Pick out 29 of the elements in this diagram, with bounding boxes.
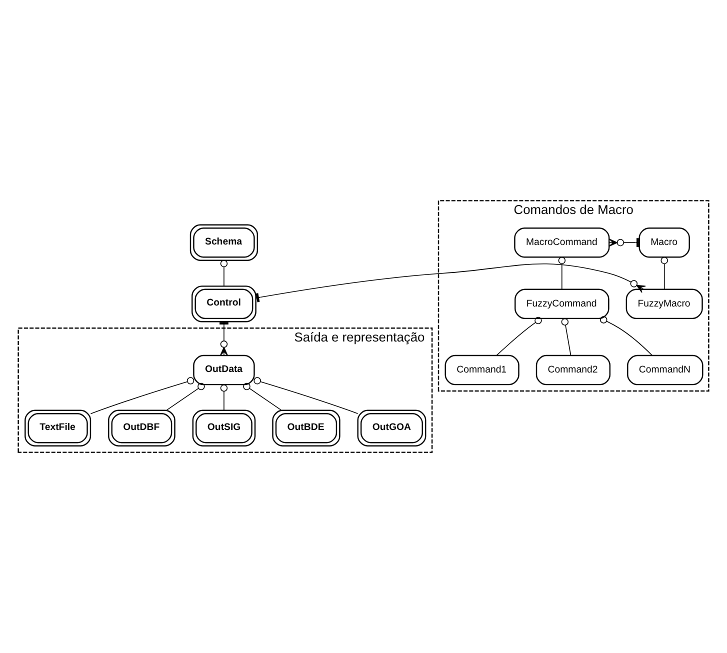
- connector: [660, 256, 668, 290]
- connector: [254, 377, 358, 414]
- node-box: TextFile: [24, 410, 92, 446]
- connector: [243, 382, 282, 411]
- node-box: FuzzyCommand: [514, 288, 610, 320]
- node-box: Macro: [638, 228, 690, 258]
- node-box: OutDBF: [108, 410, 176, 446]
- node-box: OutData: [193, 354, 255, 386]
- connector: [90, 377, 194, 414]
- connector: [608, 238, 640, 248]
- connector: [220, 384, 228, 411]
- node-box: OutGOA: [357, 410, 426, 446]
- connector: [561, 318, 572, 356]
- node-box: CommandN: [627, 354, 704, 386]
- connector: [220, 321, 228, 356]
- connector: [496, 316, 542, 356]
- connector: [600, 316, 652, 356]
- node-box: OutSIG: [192, 410, 256, 446]
- node-box: Command1: [444, 354, 520, 386]
- connector: [256, 264, 646, 302]
- connector: [220, 260, 228, 287]
- node-box: Schema: [190, 224, 258, 261]
- node-box: OutBDE: [272, 410, 340, 446]
- node-box: FuzzyMacro: [626, 288, 703, 320]
- connector: [166, 382, 205, 411]
- node-box: Command2: [536, 354, 610, 386]
- node-box: MacroCommand: [514, 228, 610, 258]
- node-box: Control: [192, 286, 256, 322]
- connector: [558, 256, 566, 290]
